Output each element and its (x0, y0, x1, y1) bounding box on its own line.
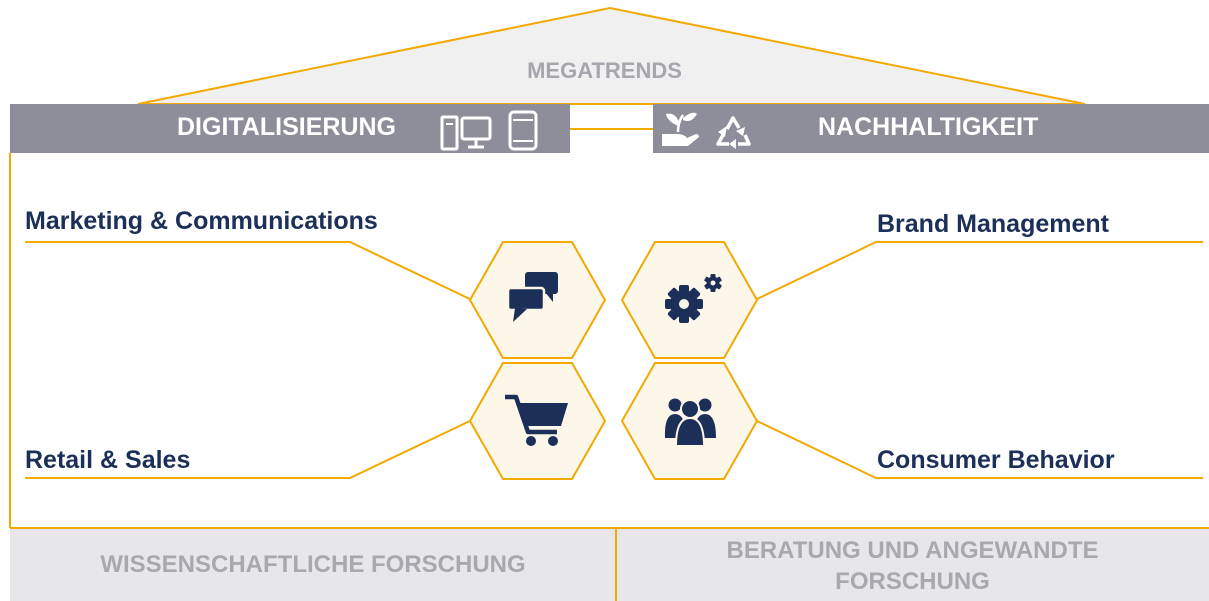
hand-with-plant-icon (662, 112, 699, 146)
gears-icon (665, 274, 722, 323)
desktop-computer-icon (440, 115, 492, 151)
consumer-callout-line (754, 419, 1203, 479)
foundation-band (10, 528, 1209, 601)
retail-callout-line (25, 419, 473, 479)
beratung-line2: FORSCHUNG (835, 568, 990, 595)
tablet-icon (508, 110, 538, 151)
chat-bubbles-icon (506, 272, 558, 322)
user-group-icon (664, 398, 716, 447)
digitalisierung-label: DIGITALISIERUNG (177, 113, 396, 141)
nachhaltigkeit-label: NACHHALTIGKEIT (818, 113, 1039, 141)
brand-management-label[interactable]: Brand Management (877, 210, 1109, 238)
shopping-cart-icon (505, 394, 568, 446)
marketing-communications-label[interactable]: Marketing & Communications (25, 207, 378, 235)
brand-callout-line (754, 241, 1203, 301)
retail-sales-label[interactable]: Retail & Sales (25, 446, 191, 474)
consumer-behavior-label[interactable]: Consumer Behavior (877, 446, 1115, 474)
beratung-line1: BERATUNG UND ANGEWANDTE (726, 537, 1099, 564)
recycle-icon (716, 116, 751, 149)
megatrends-title: MEGATRENDS (527, 58, 682, 83)
wissenschaftliche-forschung-label: WISSENSCHAFTLICHE FORSCHUNG (100, 551, 526, 578)
marketing-callout-line (25, 241, 473, 301)
roof (137, 6, 1086, 105)
